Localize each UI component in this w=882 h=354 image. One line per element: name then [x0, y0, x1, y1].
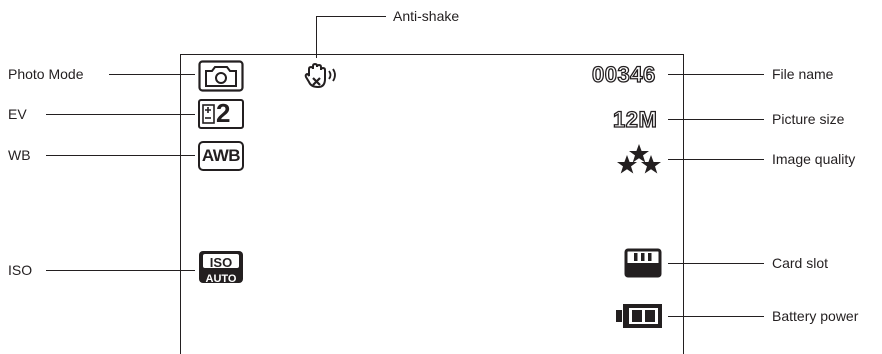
iso-auto-icon: ISO AUTO	[199, 251, 243, 285]
camera-icon	[198, 60, 244, 92]
photo-mode-label: Photo Mode	[8, 66, 84, 82]
image-quality-leader-line	[668, 159, 764, 160]
battery-icon	[616, 304, 662, 328]
awb-icon: AWB	[198, 141, 244, 171]
anti-shake-leader-vertical	[316, 16, 317, 58]
wb-leader-line	[46, 155, 195, 156]
sd-card-icon	[624, 248, 662, 278]
iso-bottom-box: AUTO	[199, 269, 243, 287]
picture-size-value: 12M	[612, 106, 658, 132]
ev-value: 2	[216, 98, 231, 128]
iso-top-box: ISO	[203, 254, 239, 270]
exposure-icon	[202, 104, 215, 124]
file-name-leader-line	[668, 74, 764, 75]
iso-label: ISO	[8, 262, 33, 278]
anti-shake-label: Anti-shake	[393, 8, 460, 24]
photo-mode-leader-line	[109, 74, 195, 75]
hand-shake-icon	[304, 62, 336, 89]
card-slot-leader-line	[668, 263, 764, 264]
file-name-label: File name	[772, 66, 834, 82]
ev-label: EV	[8, 106, 27, 122]
battery-power-label: Battery power	[772, 308, 859, 324]
ev-icon-frame: 2	[198, 98, 244, 129]
iso-leader-line	[46, 270, 195, 271]
battery-power-leader-line	[668, 316, 764, 317]
three-stars-icon	[617, 144, 661, 174]
ev-leader-line	[46, 114, 195, 115]
picture-size-leader-line	[668, 119, 764, 120]
iso-bottom-text: AUTO	[205, 273, 237, 285]
file-number: 00346	[591, 61, 656, 87]
iso-top-text: ISO	[209, 255, 233, 270]
awb-text: AWB	[201, 146, 241, 165]
wb-label: WB	[8, 147, 31, 163]
camera-screen	[180, 54, 684, 354]
image-quality-label: Image quality	[772, 151, 856, 167]
card-slot-label: Card slot	[772, 255, 829, 271]
anti-shake-leader-horizontal	[316, 16, 386, 17]
picture-size-label: Picture size	[772, 111, 845, 127]
